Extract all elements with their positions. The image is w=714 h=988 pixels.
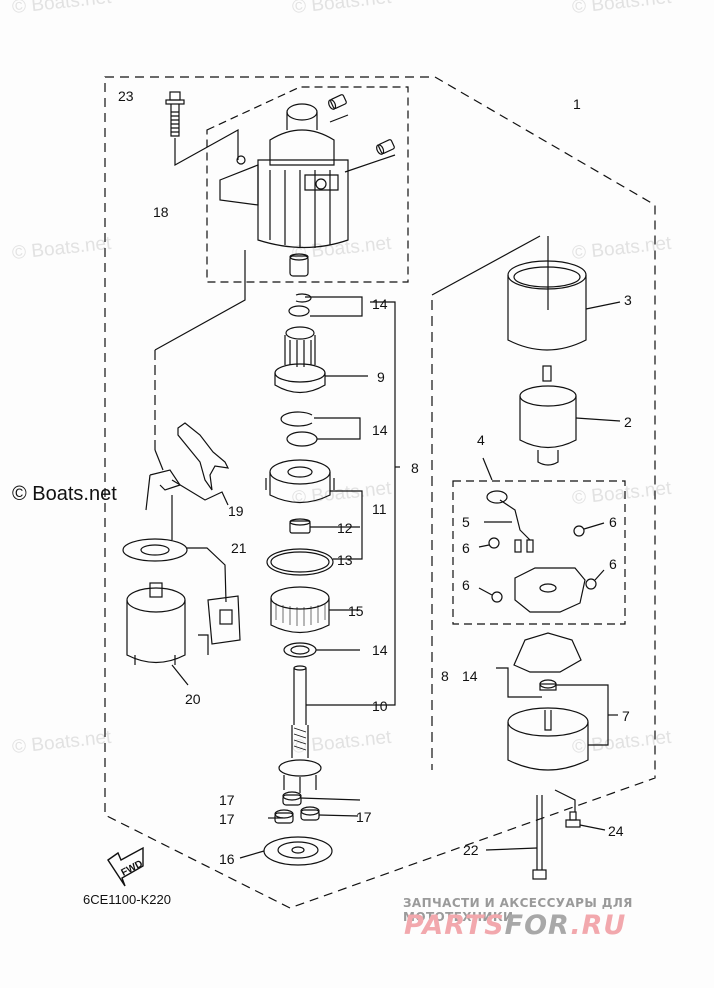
brush-plate-drawing <box>514 567 586 613</box>
washer-14-lower <box>283 642 317 658</box>
brush-holder-boundary-4 <box>452 480 626 625</box>
housing-boundary-18 <box>206 86 409 283</box>
washer-14-top <box>288 305 310 317</box>
promo-brand-part3: .RU <box>570 910 627 941</box>
bolt-24-drawing <box>554 789 581 828</box>
armature-2-drawing <box>519 365 577 466</box>
seal-kit-21-drawing <box>198 595 241 655</box>
callout-6-a: 6 <box>609 514 617 530</box>
callout-4: 4 <box>477 432 485 448</box>
pinion-9-drawing <box>274 326 326 394</box>
shaft-10-drawing <box>278 665 322 793</box>
callout-20: 20 <box>185 691 201 707</box>
spring-clip-drawing <box>145 469 181 511</box>
gasket-plate-drawing <box>122 538 188 562</box>
bearing-drawing <box>539 679 557 691</box>
lever-19-drawing <box>177 422 230 491</box>
callout-12: 12 <box>337 520 353 536</box>
brush-cover-plate-drawing <box>513 632 582 673</box>
callout-8-right: 8 <box>441 668 449 684</box>
promo-brand[interactable]: PARTSFOR.RU <box>404 910 626 941</box>
promo-tagline: ЗАПЧАСТИ И АКСЕССУАРЫ ДЛЯ МОТОТЕХНИКИ <box>403 896 633 924</box>
callout-14-right: 14 <box>462 668 478 684</box>
diagram-code: 6CE1100-K220 <box>83 892 171 907</box>
callout-19: 19 <box>228 503 244 519</box>
callout-17-c: 17 <box>356 809 372 825</box>
callout-14-lower: 14 <box>372 642 388 658</box>
clip-14-middle <box>280 411 313 427</box>
promo-brand-part2: FOR <box>504 910 571 941</box>
housing-18-drawing <box>219 94 396 277</box>
callout-9: 9 <box>377 369 385 385</box>
assembly-boundary-1 <box>104 76 656 909</box>
fwd-label: FWD <box>120 858 145 878</box>
callout-15: 15 <box>348 603 364 619</box>
washer-14-middle <box>286 431 318 447</box>
callout-10: 10 <box>372 698 388 714</box>
internal-gear-15-drawing <box>270 586 330 634</box>
fwd-arrow-icon <box>107 846 144 887</box>
washer-13-drawing <box>266 548 334 576</box>
callout-24: 24 <box>608 823 624 839</box>
callout-14-middle: 14 <box>372 422 388 438</box>
callout-22: 22 <box>463 842 479 858</box>
callout-18: 18 <box>153 204 169 220</box>
callout-21: 21 <box>231 540 247 556</box>
callout-6-c: 6 <box>609 556 617 572</box>
promo-brand-part1: PARTS <box>404 910 505 941</box>
callout-5: 5 <box>462 514 470 530</box>
switch-20-drawing <box>126 582 186 665</box>
callout-7: 7 <box>622 708 630 724</box>
callout-16: 16 <box>219 851 235 867</box>
springs-6-drawing <box>488 525 597 603</box>
yoke-3-drawing <box>507 260 587 351</box>
bolt-23-drawing <box>165 91 239 167</box>
callout-1: 1 <box>573 96 581 112</box>
bush-12-drawing <box>289 518 311 534</box>
callout-13: 13 <box>337 552 353 568</box>
callout-14-top: 14 <box>372 296 388 312</box>
callout-17-a: 17 <box>219 792 235 808</box>
callout-17-b: 17 <box>219 811 235 827</box>
watermark-dark: © Boats.net <box>12 483 117 505</box>
callout-2: 2 <box>624 414 632 430</box>
clutch-11-drawing <box>265 459 335 504</box>
plate-16-drawing <box>263 836 333 866</box>
clip-14-top <box>295 293 312 303</box>
bracket-7-drawing <box>507 707 589 771</box>
callout-6-d: 6 <box>462 577 470 593</box>
callout-23: 23 <box>118 88 134 104</box>
bolt-22-drawing <box>532 795 547 880</box>
callout-3: 3 <box>624 292 632 308</box>
callout-6-b: 6 <box>462 540 470 556</box>
callout-8: 8 <box>411 460 419 476</box>
brush-5-drawing <box>486 490 534 553</box>
callout-11: 11 <box>372 501 387 517</box>
planet-gears-17-drawing <box>274 791 320 824</box>
